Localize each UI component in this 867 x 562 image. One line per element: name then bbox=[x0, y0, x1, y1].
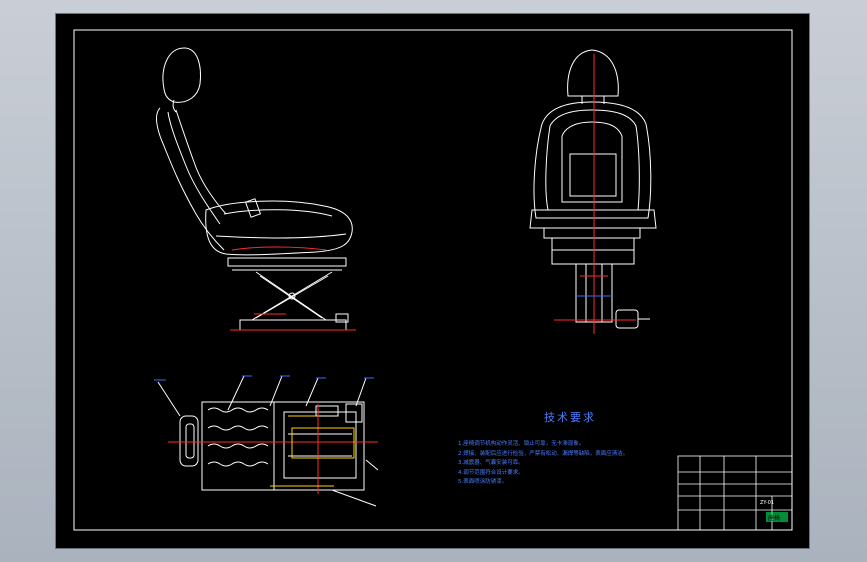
requirement-2: 2.焊接、装配后应进行检验，严禁有松动、漏焊等缺陷，表面应清洁。 bbox=[458, 450, 629, 457]
seat-top-view bbox=[157, 375, 379, 507]
side-view-red-details bbox=[231, 246, 327, 315]
top-view-blue-leaders bbox=[154, 375, 374, 381]
requirement-1: 1.座椅调节机构动作灵活、锁止可靠，无卡滞现象。 bbox=[458, 441, 585, 447]
seat-side-view bbox=[156, 47, 353, 331]
front-view-red-details bbox=[554, 54, 636, 334]
requirement-3: 3.减震器、气囊安装可靠。 bbox=[458, 460, 524, 466]
top-view-yellow-details bbox=[270, 415, 355, 487]
title-block-highlight bbox=[766, 512, 788, 522]
top-view-red-details bbox=[168, 404, 378, 494]
title-block bbox=[677, 455, 793, 531]
requirement-4: 4.调节范围符合设计要求。 bbox=[458, 469, 524, 476]
title-block-name: 座椅 bbox=[768, 515, 781, 522]
requirement-5: 5.表面喷涂防锈漆。 bbox=[458, 479, 508, 485]
technical-requirements-list: 1.座椅调节机构动作灵活、锁止可靠，无卡滞现象。 2.焊接、装配后应进行检验，严… bbox=[458, 440, 728, 488]
drawing-sheet bbox=[73, 29, 793, 531]
seat-front-view bbox=[529, 49, 657, 329]
title-block-drawing-no: ZY-01 bbox=[760, 500, 775, 506]
technical-requirements-title: 技术要求 bbox=[544, 411, 596, 424]
cad-drawing-viewport[interactable]: 技术要求 1.座椅调节机构动作灵活、锁止可靠，无卡滞现象。 2.焊接、装配后应进… bbox=[56, 14, 809, 548]
drawing-border bbox=[73, 29, 793, 531]
